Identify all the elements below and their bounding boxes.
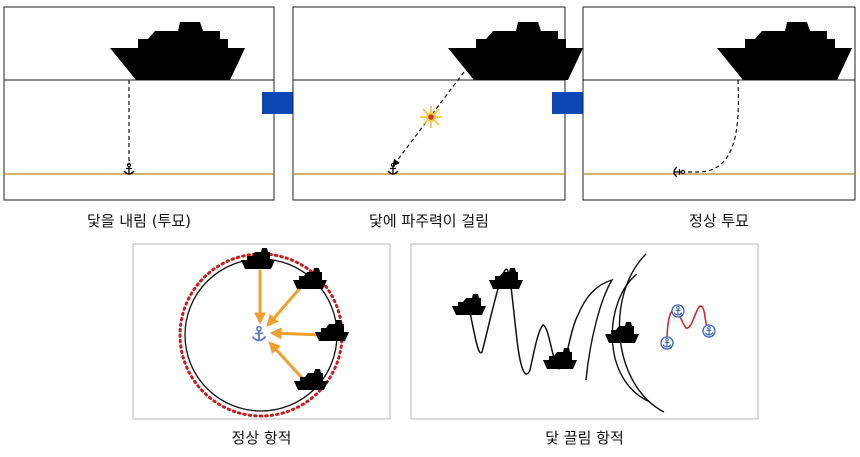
anchor-chain [684,79,739,173]
burst-icon [420,106,442,128]
caption-dragging-track: 닻 끌림 항적 [545,429,624,447]
panel-dragging-track [410,243,759,420]
heading-arrows [254,270,323,380]
panel-holding-power [292,6,583,201]
anchor-icon [671,304,685,318]
drag-track-curve [577,278,614,381]
caption-drop-anchor: 닻을 내림 (투묘) [86,212,192,230]
anchor-icon [702,324,716,338]
anchor-icon [660,336,674,350]
panel-drop-anchor [3,6,275,201]
panel-normal-track [132,243,391,420]
panel-frame [410,243,759,420]
caption-normal-track: 정상 항적 [231,429,292,447]
panel-frame [3,6,275,201]
panel-normal-anchoring [582,6,856,201]
anchor-drag-track [666,305,709,344]
caption-holding-power: 닻에 파주력이 걸림 [369,212,489,230]
panel-frame [292,6,566,201]
caption-normal-anchoring: 정상 투묘 [689,212,749,230]
